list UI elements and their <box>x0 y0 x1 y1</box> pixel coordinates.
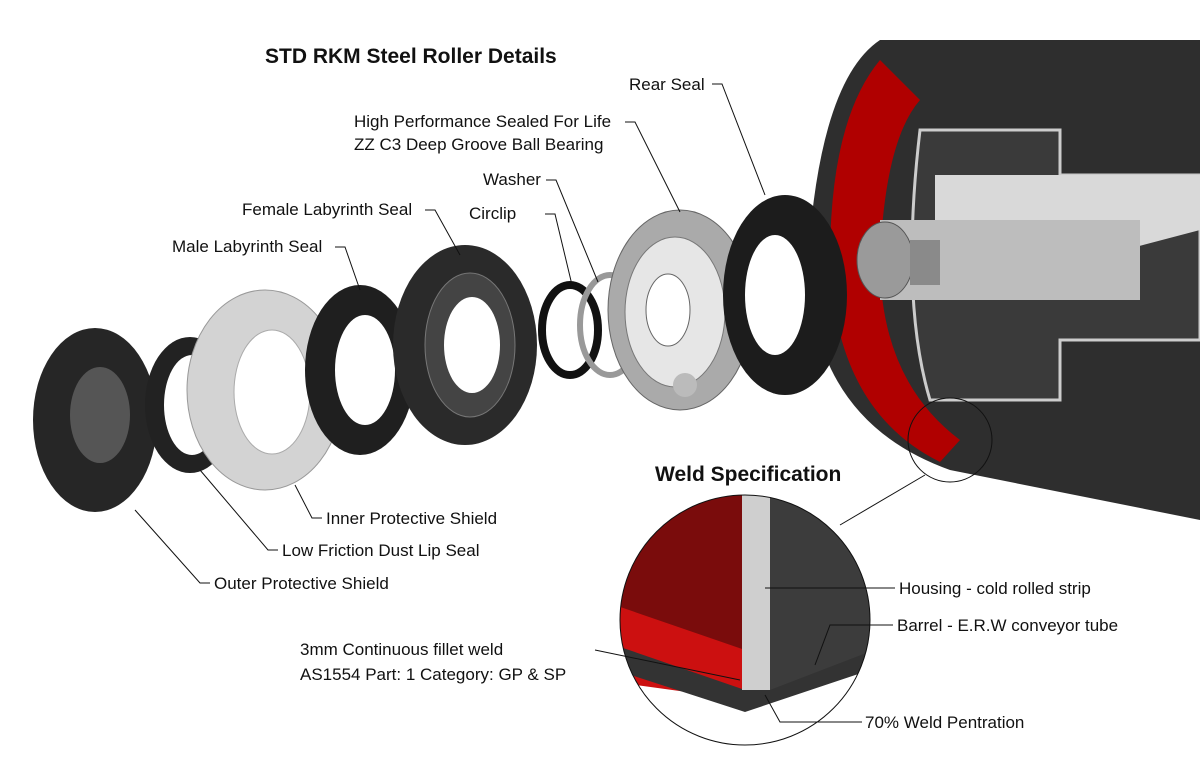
label-dust-lip-seal: Low Friction Dust Lip Seal <box>282 541 479 560</box>
leader-lines <box>134 83 895 723</box>
label-rear-seal: Rear Seal <box>629 75 705 94</box>
label-barrel: Barrel - E.R.W conveyor tube <box>897 616 1118 635</box>
label-female-labyrinth: Female Labyrinth Seal <box>242 200 412 219</box>
detail-marker-circle <box>907 397 993 483</box>
rear-seal <box>723 195 847 395</box>
label-male-labyrinth: Male Labyrinth Seal <box>172 237 322 256</box>
diagram-title: STD RKM Steel Roller Details <box>265 45 557 68</box>
label-washer: Washer <box>483 170 541 189</box>
roller-barrel <box>808 40 1200 520</box>
label-fillet-weld-1: 3mm Continuous fillet weld <box>300 640 503 659</box>
label-bearing-2: ZZ C3 Deep Groove Ball Bearing <box>354 135 603 154</box>
label-bearing-1: High Performance Sealed For Life <box>354 112 611 131</box>
male-labyrinth-seal <box>305 285 415 455</box>
label-weld-penetration: 70% Weld Pentration <box>865 713 1024 732</box>
label-housing: Housing - cold rolled strip <box>899 579 1091 598</box>
label-circlip: Circlip <box>469 204 516 223</box>
inner-protective-shield <box>186 289 344 491</box>
weld-detail <box>619 494 871 746</box>
ball-bearing <box>607 209 753 411</box>
female-labyrinth-seal <box>393 245 537 445</box>
label-inner-shield: Inner Protective Shield <box>326 509 497 528</box>
outer-protective-shield <box>33 328 157 512</box>
label-outer-shield: Outer Protective Shield <box>214 574 389 593</box>
weld-title: Weld Specification <box>655 463 841 486</box>
label-fillet-weld-2: AS1554 Part: 1 Category: GP & SP <box>300 665 566 684</box>
circlip <box>538 281 602 379</box>
